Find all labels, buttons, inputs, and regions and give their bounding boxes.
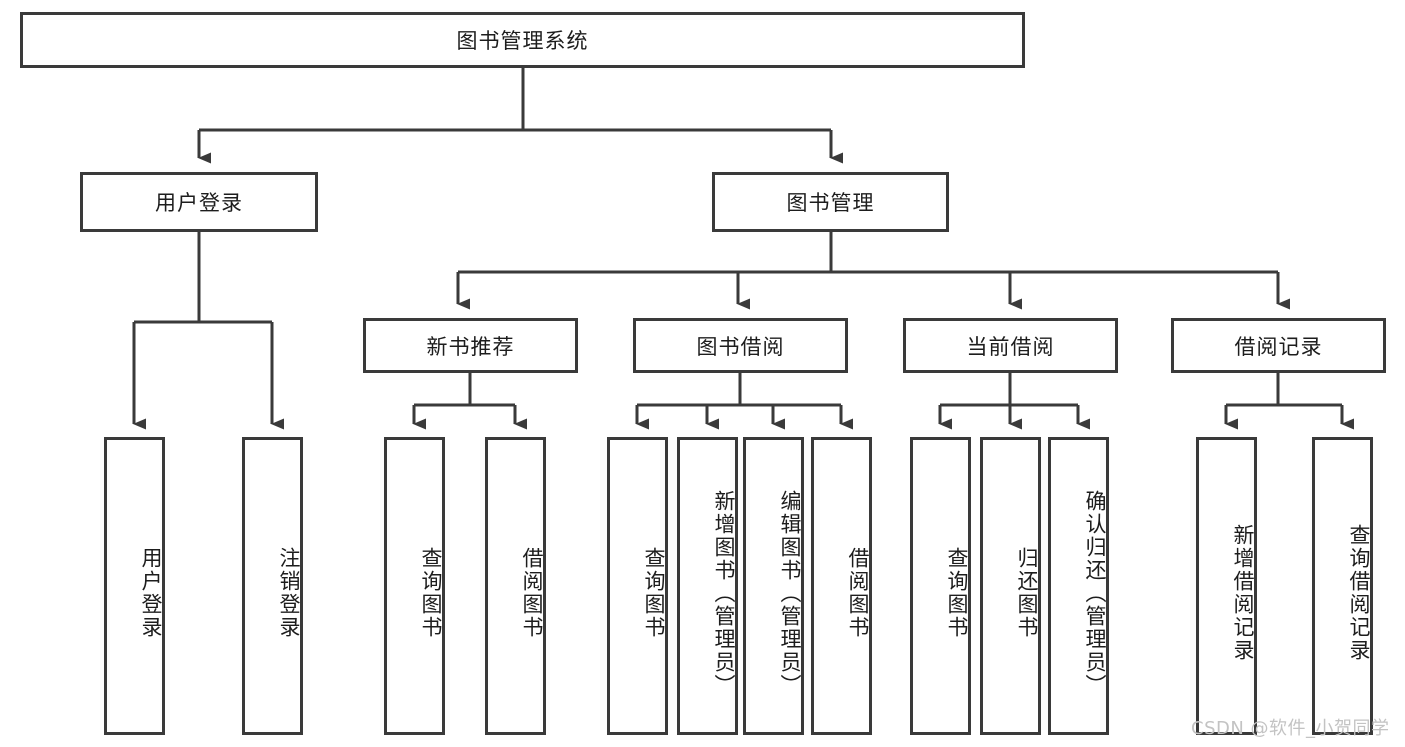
leaf-current-return-book[interactable]: 归还图书 — [980, 437, 1041, 735]
node-label: 图书借阅 — [696, 334, 785, 359]
leaf-record-add-borrow-record[interactable]: 新增借阅记录 — [1196, 437, 1257, 735]
node-label: 归还图书 — [1015, 547, 1039, 639]
node-label: 图书管理系统 — [456, 29, 589, 53]
node-book-management[interactable]: 图书管理 — [712, 172, 949, 232]
node-label: 借阅图书 — [520, 547, 544, 639]
node-label: 编辑图书（管理员） — [778, 489, 802, 697]
node-current-borrow[interactable]: 当前借阅 — [903, 318, 1118, 373]
leaf-borrow-borrow-book[interactable]: 借阅图书 — [811, 437, 872, 735]
leaf-user-login[interactable]: 用户登录 — [104, 437, 165, 735]
csdn-watermark: CSDN @软件_小贺同学 — [1191, 718, 1390, 739]
node-label: 当前借阅 — [966, 334, 1055, 359]
leaf-borrow-query-book[interactable]: 查询图书 — [607, 437, 668, 735]
node-book-borrow[interactable]: 图书借阅 — [633, 318, 848, 373]
node-label: 新增借阅记录 — [1231, 524, 1255, 662]
node-label: 新书推荐 — [426, 334, 515, 359]
node-label: 新增图书（管理员） — [712, 489, 736, 697]
leaf-user-logout[interactable]: 注销登录 — [242, 437, 303, 735]
node-label: 确认归还（管理员） — [1083, 489, 1107, 697]
leaf-record-query-borrow-record[interactable]: 查询借阅记录 — [1312, 437, 1373, 735]
leaf-borrow-edit-book-admin[interactable]: 编辑图书（管理员） — [743, 437, 804, 735]
leaf-borrow-add-book-admin[interactable]: 新增图书（管理员） — [677, 437, 738, 735]
node-new-book-recommend[interactable]: 新书推荐 — [363, 318, 578, 373]
leaf-current-confirm-return-admin[interactable]: 确认归还（管理员） — [1048, 437, 1109, 735]
node-label: 查询图书 — [945, 547, 969, 639]
node-label: 用户登录 — [155, 191, 243, 215]
node-label: 借阅图书 — [846, 547, 870, 639]
node-label: 查询图书 — [419, 547, 443, 639]
leaf-recommend-query-book[interactable]: 查询图书 — [384, 437, 445, 735]
node-label: 图书管理 — [786, 191, 875, 215]
node-label: 查询借阅记录 — [1347, 524, 1371, 662]
node-borrow-record[interactable]: 借阅记录 — [1171, 318, 1386, 373]
node-label: 借阅记录 — [1234, 334, 1323, 359]
node-user-login[interactable]: 用户登录 — [80, 172, 318, 232]
leaf-current-query-book[interactable]: 查询图书 — [910, 437, 971, 735]
node-label: 用户登录 — [139, 547, 163, 639]
node-label: 注销登录 — [277, 547, 301, 639]
node-label: 查询图书 — [642, 547, 666, 639]
node-root-book-management-system[interactable]: 图书管理系统 — [20, 12, 1025, 68]
leaf-recommend-borrow-book[interactable]: 借阅图书 — [485, 437, 546, 735]
